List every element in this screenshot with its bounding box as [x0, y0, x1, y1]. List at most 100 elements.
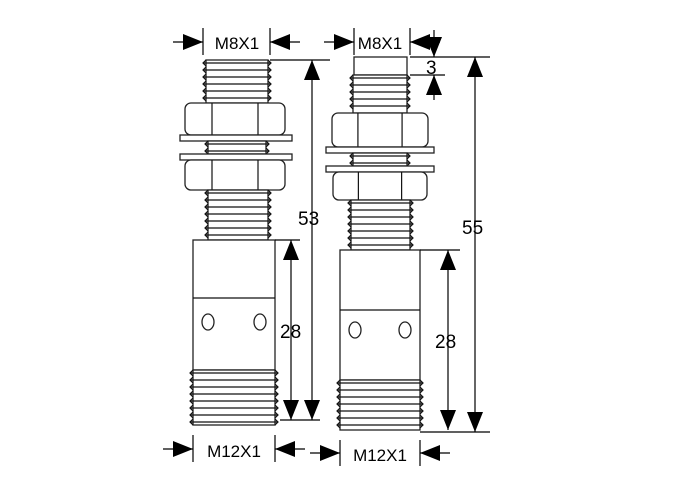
mount-hole [348, 321, 362, 339]
mount-hole [201, 313, 215, 331]
right-total-dim-arrow [467, 57, 483, 77]
thread-ridge [347, 206, 414, 214]
mount-hole [398, 321, 412, 339]
left-top-thread-label: M8X1 [215, 34, 259, 53]
thread-ridge [204, 196, 272, 204]
thread-ridge [336, 414, 424, 422]
right-mid-thread [349, 152, 411, 167]
thread-ridge [336, 379, 424, 387]
left-bottom-thread [189, 369, 279, 426]
thread-ridge [202, 94, 272, 102]
left-upper-nut [184, 102, 286, 136]
thread-ridge [189, 411, 279, 419]
left-body-dim-arrow [283, 400, 299, 420]
thread-ridge [349, 102, 411, 110]
left-upper-washer [179, 134, 293, 142]
left-mid-thread [204, 140, 270, 155]
left-top-dim-arrow [270, 34, 290, 50]
right-top-thread [349, 74, 411, 114]
left-bottom-thread-label: M12X1 [207, 442, 261, 461]
thread-ridge [336, 393, 424, 401]
nut-body [331, 112, 429, 148]
thread-ridge [347, 234, 414, 242]
right-tip-arrow [426, 37, 442, 57]
thread-ridge [189, 404, 279, 412]
right-bottom-dim-arrow [420, 445, 440, 461]
left-body-dim-arrow [283, 240, 299, 260]
left-top-dim-arrow [183, 34, 203, 50]
thread-core [352, 74, 408, 114]
right-sensing-tip [353, 56, 408, 76]
thread-ridge [202, 87, 272, 95]
thread-ridge [202, 80, 272, 88]
nut-body [184, 159, 286, 191]
right-body-length-label: 28 [435, 332, 456, 353]
body-tube [192, 239, 276, 371]
thread-ridge [347, 213, 414, 221]
right-body-dim-arrow [440, 410, 456, 430]
thread-ridge [204, 231, 272, 239]
thread-ridge [336, 407, 424, 415]
thread-ridge [204, 217, 272, 225]
nut-face [357, 172, 403, 200]
right-tip-length-label: 3 [426, 58, 437, 79]
left-shank-thread [204, 189, 272, 241]
thread-core [339, 379, 421, 431]
thread-core [205, 59, 269, 104]
left-bottom-dim-arrow [275, 441, 295, 457]
thread-ridge [336, 386, 424, 394]
nut-face [211, 103, 259, 135]
thread-core [350, 199, 411, 251]
thread-ridge [336, 400, 424, 408]
thread-ridge [347, 199, 414, 207]
right-tip-arrow [426, 75, 442, 95]
nut-face [211, 160, 259, 190]
thread-ridge [204, 203, 272, 211]
left-lower-nut [184, 159, 286, 191]
thread-ridge [349, 152, 411, 160]
thread-ridge [189, 383, 279, 391]
thread-ridge [189, 390, 279, 398]
left-body-length-label: 28 [280, 322, 301, 343]
right-total-dim-arrow [467, 412, 483, 432]
thread-ridge [202, 73, 272, 81]
thread-ridge [189, 418, 279, 426]
left-sensor-body [192, 239, 276, 371]
thread-ridge [202, 66, 272, 74]
right-upper-washer [325, 146, 435, 154]
thread-ridge [204, 147, 270, 155]
thread-ridge [189, 369, 279, 377]
nut-body [332, 171, 428, 201]
right-total-length-label: 55 [462, 218, 483, 239]
left-lower-washer [179, 153, 293, 161]
thread-ridge [189, 376, 279, 384]
right-top-dim-arrow [410, 34, 430, 50]
right-bottom-dim-arrow [320, 445, 340, 461]
thread-ridge [349, 159, 411, 167]
left-total-dim-arrow [304, 60, 320, 80]
thread-ridge [347, 227, 414, 235]
thread-ridge [349, 88, 411, 96]
thread-ridge [347, 241, 414, 249]
right-bottom-thread [336, 379, 424, 431]
thread-ridge [204, 140, 270, 148]
mount-hole [253, 313, 267, 331]
right-lower-nut [332, 171, 428, 201]
right-bottom-thread-label: M12X1 [353, 446, 407, 465]
thread-ridge [349, 74, 411, 82]
right-shank-thread [347, 199, 414, 251]
thread-ridge [204, 210, 272, 218]
thread-ridge [349, 95, 411, 103]
thread-core [352, 152, 408, 167]
nut-body [184, 102, 286, 136]
nut-face [357, 113, 403, 147]
right-sensor-body [339, 249, 421, 381]
thread-ridge [204, 189, 272, 197]
left-total-length-label: 53 [298, 209, 319, 230]
thread-core [207, 189, 269, 241]
left-bottom-dim-arrow [173, 441, 193, 457]
body-tube [339, 249, 421, 381]
left-top-thread [202, 59, 272, 104]
right-top-thread-label: M8X1 [358, 34, 402, 53]
